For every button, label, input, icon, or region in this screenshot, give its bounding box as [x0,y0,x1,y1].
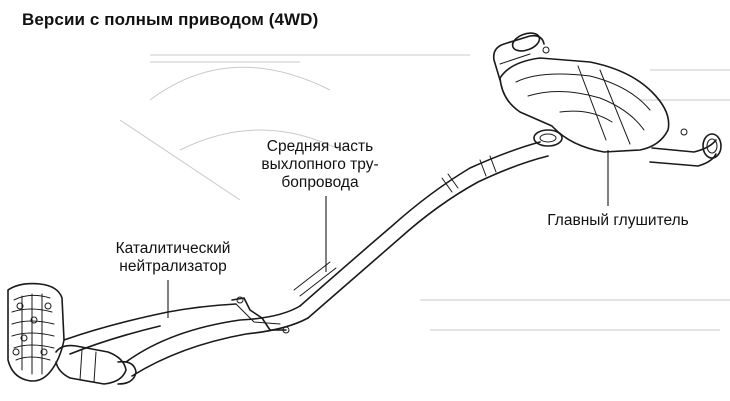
diagram-title: Версии с полным приводом (4WD) [22,10,319,29]
pipe-hanger-bracket [231,296,290,334]
middle-pipe-part [293,141,549,319]
label-middle-pipe-line-1: Средняя часть [266,138,374,155]
background-ghost-print [119,54,730,331]
muffler-flange [533,129,563,147]
label-catalytic-converter: Каталитический нейтрализатор [88,240,258,276]
leader-lines [167,150,609,318]
catalytic-converter-part [7,282,137,385]
label-catalytic-converter-line-1: Каталитический [115,240,231,257]
label-catalytic-converter-line-2: нейтрализатор [119,258,227,275]
label-middle-pipe: Средняя часть выхлопного тру- бопровода [244,138,396,192]
label-main-muffler-line-1: Главный глушитель [547,212,689,229]
label-middle-pipe-line-3: бопровода [281,174,359,191]
label-main-muffler: Главный глушитель [518,212,718,230]
main-muffler-part [492,32,722,167]
label-middle-pipe-line-2: выхлопного тру- [261,156,379,173]
front-pipe [63,303,309,377]
